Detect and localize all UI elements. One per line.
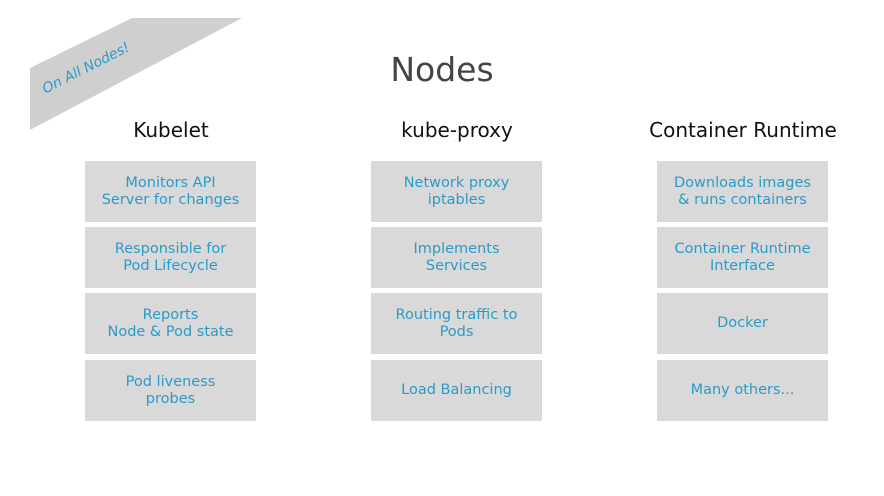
kube-proxy-card-2: Implements Services bbox=[371, 227, 542, 288]
container-runtime-card-4: Many others... bbox=[657, 360, 828, 421]
kubelet-card-1: Monitors API Server for changes bbox=[85, 161, 256, 222]
column-heading-container-runtime: Container Runtime bbox=[649, 118, 837, 142]
on-all-nodes-banner: On All Nodes! bbox=[30, 18, 242, 130]
kube-proxy-card-4: Load Balancing bbox=[371, 360, 542, 421]
kubelet-card-2: Responsible for Pod Lifecycle bbox=[85, 227, 256, 288]
page-title: Nodes bbox=[390, 50, 494, 89]
container-runtime-card-2: Container Runtime Interface bbox=[657, 227, 828, 288]
column-heading-kubelet: Kubelet bbox=[133, 118, 209, 142]
container-runtime-card-1: Downloads images & runs containers bbox=[657, 161, 828, 222]
kubelet-card-4: Pod liveness probes bbox=[85, 360, 256, 421]
container-runtime-card-3: Docker bbox=[657, 293, 828, 354]
kubelet-card-3: Reports Node & Pod state bbox=[85, 293, 256, 354]
column-heading-kube-proxy: kube-proxy bbox=[401, 118, 513, 142]
kube-proxy-card-3: Routing traffic to Pods bbox=[371, 293, 542, 354]
kube-proxy-card-1: Network proxy iptables bbox=[371, 161, 542, 222]
banner-ribbon bbox=[30, 18, 242, 130]
